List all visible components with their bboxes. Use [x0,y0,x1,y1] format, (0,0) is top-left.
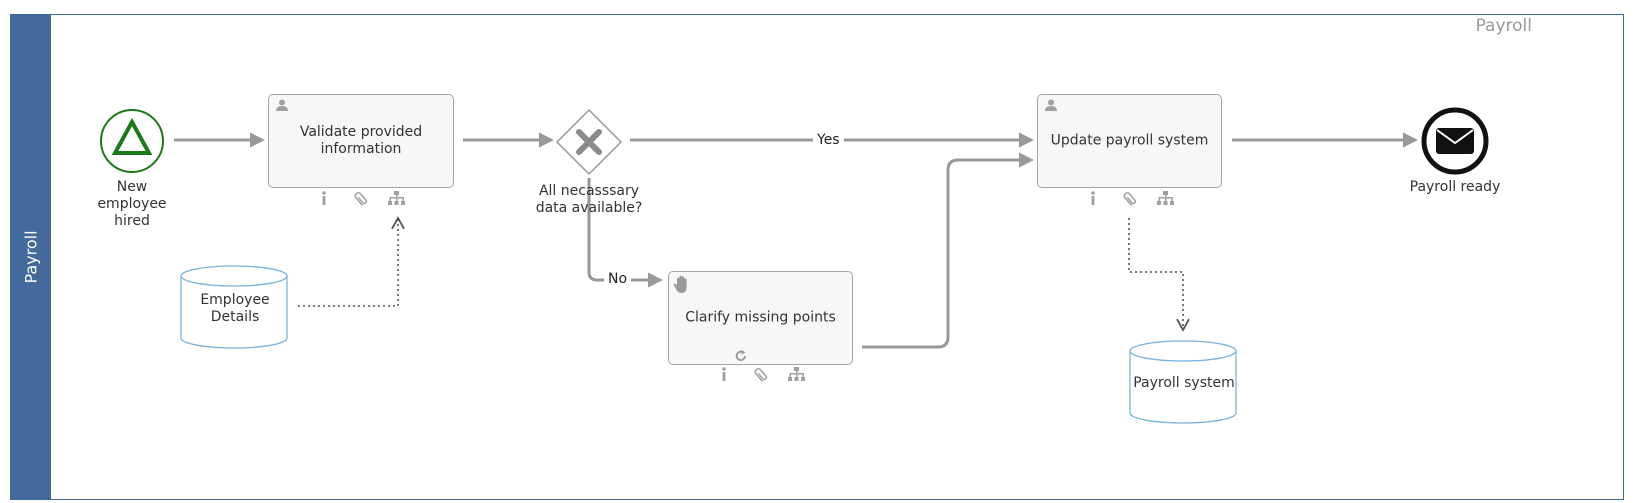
end-event[interactable] [1420,106,1490,176]
data-store-employee-details[interactable] [180,265,290,351]
triangle-icon [111,117,153,155]
envelope-icon [1436,128,1474,154]
user-icon [1045,99,1057,111]
paperclip-icon [1123,192,1137,207]
loop-icon [735,349,746,361]
task-validate-markers [316,190,416,212]
flow-yes-label: Yes [813,132,844,148]
hierarchy-icon [388,191,405,205]
pool-title: Payroll [1475,16,1532,36]
association-employee-details [298,216,405,307]
task-clarify[interactable]: Clarify missing points [668,271,853,365]
task-clarify-markers [716,366,816,388]
task-validate[interactable]: Validate provided information [268,94,454,188]
task-update[interactable]: Update payroll system [1037,94,1222,188]
gateway-label: All necasssary data available? [535,183,643,216]
task-validate-label: Validate provided information [299,124,423,157]
data-store-payroll-system-label: Payroll system [1133,375,1235,391]
hierarchy-icon [788,367,805,381]
flow-clarify-to-update [862,152,1034,349]
flow-no-label: No [604,271,632,287]
info-icon [722,367,726,381]
pool-frame [10,14,1624,500]
data-store-employee-details-label: Employee Details [200,292,270,325]
end-event-label: Payroll ready [1409,179,1501,195]
flow-no [587,178,663,288]
info-icon [322,191,326,205]
task-update-label: Update payroll system [1050,132,1209,149]
data-store-payroll-system[interactable] [1129,340,1239,426]
task-clarify-label: Clarify missing points [685,309,836,326]
association-payroll-system [1128,218,1190,332]
lane-header[interactable] [11,15,51,499]
start-event-label: New employee hired [97,179,167,229]
task-update-markers [1085,190,1185,212]
hand-icon [673,275,687,293]
paperclip-icon [354,192,368,207]
info-icon [1091,191,1095,205]
exclusive-gateway[interactable] [555,108,623,176]
start-event[interactable] [99,108,165,174]
paperclip-icon [754,368,768,383]
user-icon [276,99,288,111]
hierarchy-icon [1157,191,1174,205]
x-icon [576,129,602,155]
